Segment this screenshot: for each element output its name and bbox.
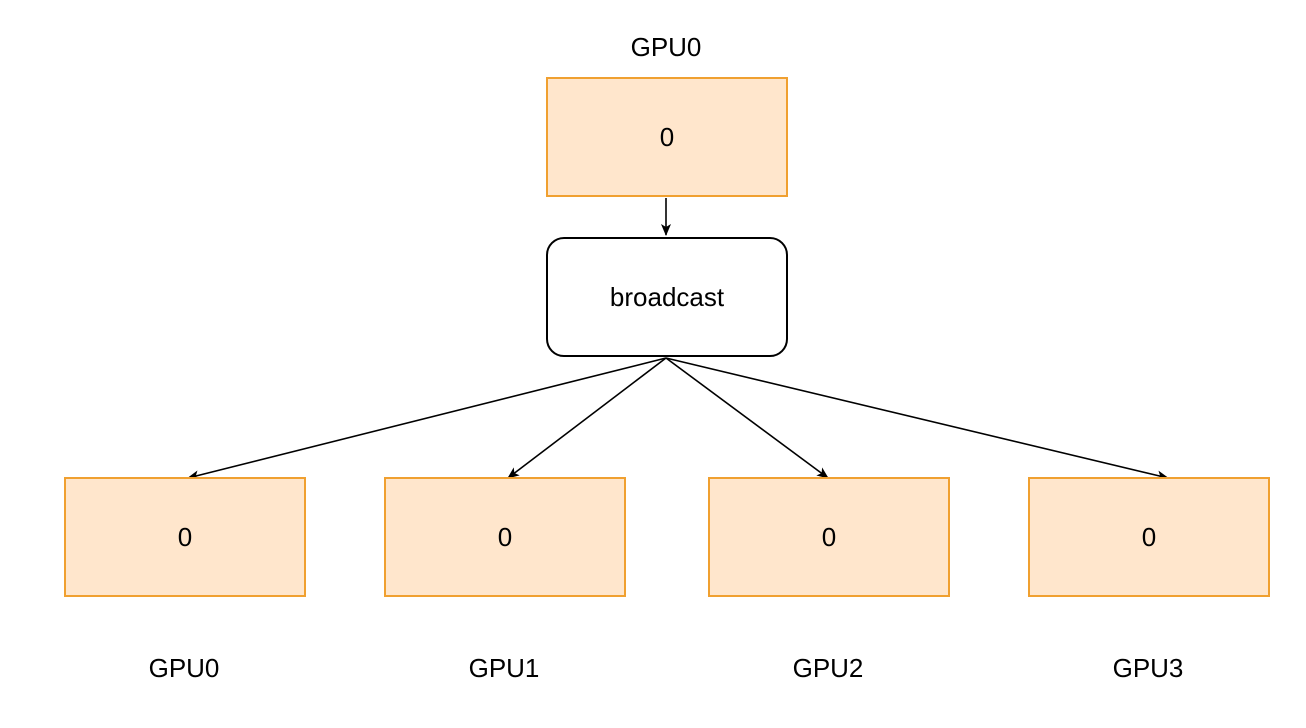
target-gpu0-box: 0 xyxy=(64,477,306,597)
broadcast-node: broadcast xyxy=(546,237,788,357)
broadcast-label: broadcast xyxy=(609,281,725,312)
target-gpu1-box: 0 xyxy=(384,477,626,597)
target-gpu2-value: 0 xyxy=(821,521,837,552)
target-gpu2-label: GPU2 xyxy=(792,653,864,683)
source-gpu-value: 0 xyxy=(659,121,675,152)
target-gpu1-value: 0 xyxy=(497,521,513,552)
target-gpu3-value: 0 xyxy=(1141,521,1157,552)
target-gpu3-box: 0 xyxy=(1028,477,1270,597)
target-gpu0-label: GPU0 xyxy=(148,653,220,683)
target-gpu2-box: 0 xyxy=(708,477,950,597)
edge-broadcast-to-gpu0 xyxy=(187,357,667,481)
source-gpu-box: 0 xyxy=(546,77,788,197)
target-gpu3-label: GPU3 xyxy=(1112,653,1184,683)
target-gpu1-label: GPU1 xyxy=(468,653,540,683)
edge-broadcast-to-gpu3 xyxy=(665,357,1169,481)
target-gpu0-value: 0 xyxy=(177,521,193,552)
source-gpu-label: GPU0 xyxy=(630,32,702,62)
edge-broadcast-to-gpu1 xyxy=(507,357,667,479)
edge-broadcast-to-gpu2 xyxy=(665,357,829,479)
